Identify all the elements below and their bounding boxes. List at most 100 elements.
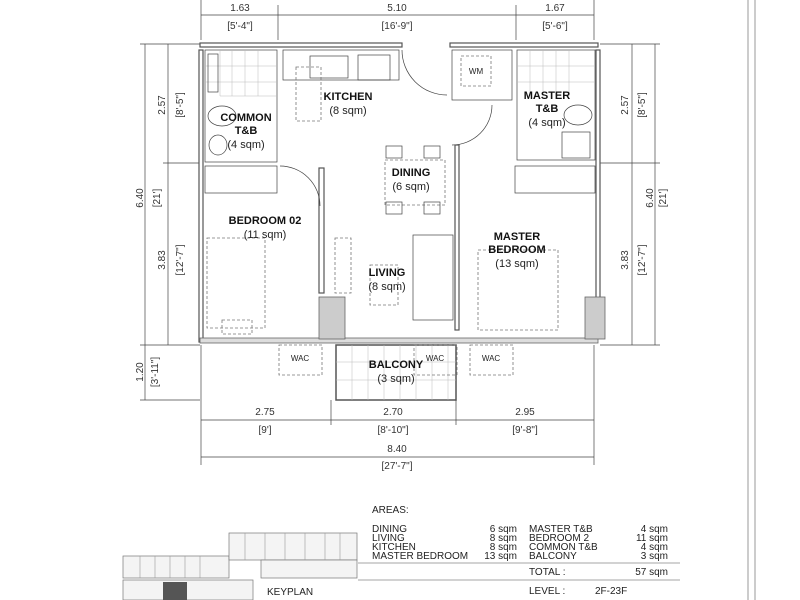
dim-top-1-ft: [5'-4"]	[227, 21, 253, 32]
dim-bottom-2-m: 2.70	[383, 407, 403, 418]
dining-area: (6 sqm)	[392, 181, 429, 193]
dim-bottom-1-m: 2.75	[255, 407, 275, 418]
area-row-value: 13 sqm	[484, 551, 517, 562]
dim-bottom-total-m: 8.40	[387, 444, 407, 455]
keyplan-label: KEYPLAN	[267, 587, 313, 598]
unit-plan: WM WAC WAC WAC	[198, 42, 606, 401]
dining-label: DINING	[392, 167, 431, 179]
kitchen-label: KITCHEN	[324, 91, 373, 103]
dim-bottom-1-ft: [9']	[258, 425, 271, 436]
total-label: TOTAL :	[529, 567, 566, 578]
kitchen-counter	[282, 49, 400, 81]
laundry-area	[451, 49, 513, 101]
bed	[477, 249, 559, 331]
dim-top-1-m: 1.63	[230, 3, 250, 14]
wall	[454, 144, 460, 331]
area-row-value: 4 sqm	[641, 524, 668, 535]
living-area: (8 sqm)	[368, 281, 405, 293]
master-bedroom-area: (13 sqm)	[495, 258, 538, 270]
wac-unit	[413, 344, 458, 376]
dim-left-lower-ft: [12'-7"]	[175, 244, 186, 275]
area-row-value: 4 sqm	[641, 542, 668, 553]
dim-right-upper-ft: [8'-5"]	[637, 92, 648, 118]
dim-left-balcony-m: 1.20	[135, 362, 146, 382]
wall	[449, 42, 599, 48]
wac-unit	[469, 344, 514, 376]
sink-icon	[309, 55, 349, 79]
toilet-icon	[563, 104, 593, 126]
level-value: 2F-23F	[595, 586, 627, 597]
area-row-label: BEDROOM 2	[529, 533, 589, 544]
sink-icon	[208, 134, 228, 156]
dim-top-2-m: 5.10	[387, 3, 407, 14]
dim-bottom-3-ft: [9'-8"]	[512, 425, 538, 436]
wall	[595, 49, 601, 301]
areas-table: AREAS: DINING 6 sqm LIVING 8 sqm KITCHEN…	[358, 505, 680, 597]
master-tb-area: (4 sqm)	[528, 117, 565, 129]
dim-left-total-m: 6.40	[135, 188, 146, 208]
dim-left-upper-ft: [8'-5"]	[175, 92, 186, 118]
left-dimensions: 6.40 [21'] 2.57 [8'-5"] 3.83 [12'-7"] 1.…	[135, 43, 200, 401]
wac-unit	[278, 344, 323, 376]
top-dimensions: 1.63 [5'-4"] 5.10 [16'-9"] 1.67 [5'-6"]	[200, 0, 595, 40]
fridge	[295, 66, 322, 122]
dim-bottom-3-m: 2.95	[515, 407, 535, 418]
dim-top-3-ft: [5'-6"]	[542, 21, 568, 32]
wac-label: WAC	[426, 354, 445, 363]
sofa	[412, 234, 454, 321]
area-row-label: BALCONY	[529, 551, 577, 562]
right-dimensions: 2.57 [8'-5"] 6.40 [21'] 3.83 [12'-7"]	[600, 43, 669, 346]
washing-machine-label: WM	[469, 67, 484, 76]
total-value: 57 sqm	[635, 567, 668, 578]
area-row-label: COMMON T&B	[529, 542, 598, 553]
common-tb-wall	[204, 49, 278, 163]
dim-top-2-ft: [16'-9"]	[381, 21, 412, 32]
dim-left-balcony-ft: [3'-11"]	[150, 357, 161, 388]
wac-label: WAC	[291, 354, 310, 363]
dim-right-total-m: 6.40	[645, 188, 656, 208]
area-row-value: 8 sqm	[490, 542, 517, 553]
window-wall	[199, 337, 599, 344]
dim-right-lower-m: 3.83	[620, 250, 631, 270]
level-label: LEVEL :	[529, 586, 565, 597]
toilet-icon	[207, 105, 237, 127]
room-labels: KITCHEN (8 sqm) COMMON T&B (4 sqm) MASTE…	[220, 90, 570, 385]
common-tb-label-2: T&B	[235, 125, 258, 137]
dim-bottom-total-ft: [27'-7"]	[381, 461, 412, 472]
bedroom02-label: BEDROOM 02	[229, 215, 302, 227]
wardrobe	[514, 165, 596, 194]
area-row-label: DINING	[372, 524, 407, 535]
bedroom02-area: (11 sqm)	[244, 229, 287, 241]
wac-label: WAC	[482, 354, 501, 363]
area-row-label: KITCHEN	[372, 542, 416, 553]
common-tb-label-1: COMMON	[220, 112, 271, 124]
dining-table	[384, 159, 446, 206]
wall	[199, 42, 403, 48]
kitchen-area: (8 sqm)	[329, 105, 366, 117]
area-row-value: 8 sqm	[490, 533, 517, 544]
balcony-area: (3 sqm)	[377, 373, 414, 385]
dim-bottom-2-ft: [8'-10"]	[377, 425, 408, 436]
column	[584, 296, 606, 340]
master-tb-label-1: MASTER	[524, 90, 571, 102]
area-row-label: MASTER BEDROOM	[372, 551, 468, 562]
area-row-value: 3 sqm	[641, 551, 668, 562]
area-row-value: 6 sqm	[490, 524, 517, 535]
bed	[206, 237, 266, 329]
dim-left-lower-m: 3.83	[157, 250, 168, 270]
stove-icon	[357, 54, 391, 81]
dim-right-upper-m: 2.57	[620, 95, 631, 115]
keyplan-unit-highlight	[163, 582, 187, 600]
keyplan: KEYPLAN	[122, 532, 358, 600]
areas-title: AREAS:	[372, 505, 409, 516]
bottom-dimensions: 2.75 [9'] 2.70 [8'-10"] 2.95 [9'-8"] 8.4…	[200, 345, 595, 472]
wall	[318, 167, 325, 294]
master-tb-label-2: T&B	[536, 103, 559, 115]
balcony-label: BALCONY	[369, 359, 424, 371]
coffee-table	[369, 264, 399, 306]
common-tb-area: (4 sqm)	[227, 139, 264, 151]
dim-right-lower-ft: [12'-7"]	[637, 244, 648, 275]
master-bedroom-label-2: BEDROOM	[488, 244, 545, 256]
column	[318, 296, 346, 340]
